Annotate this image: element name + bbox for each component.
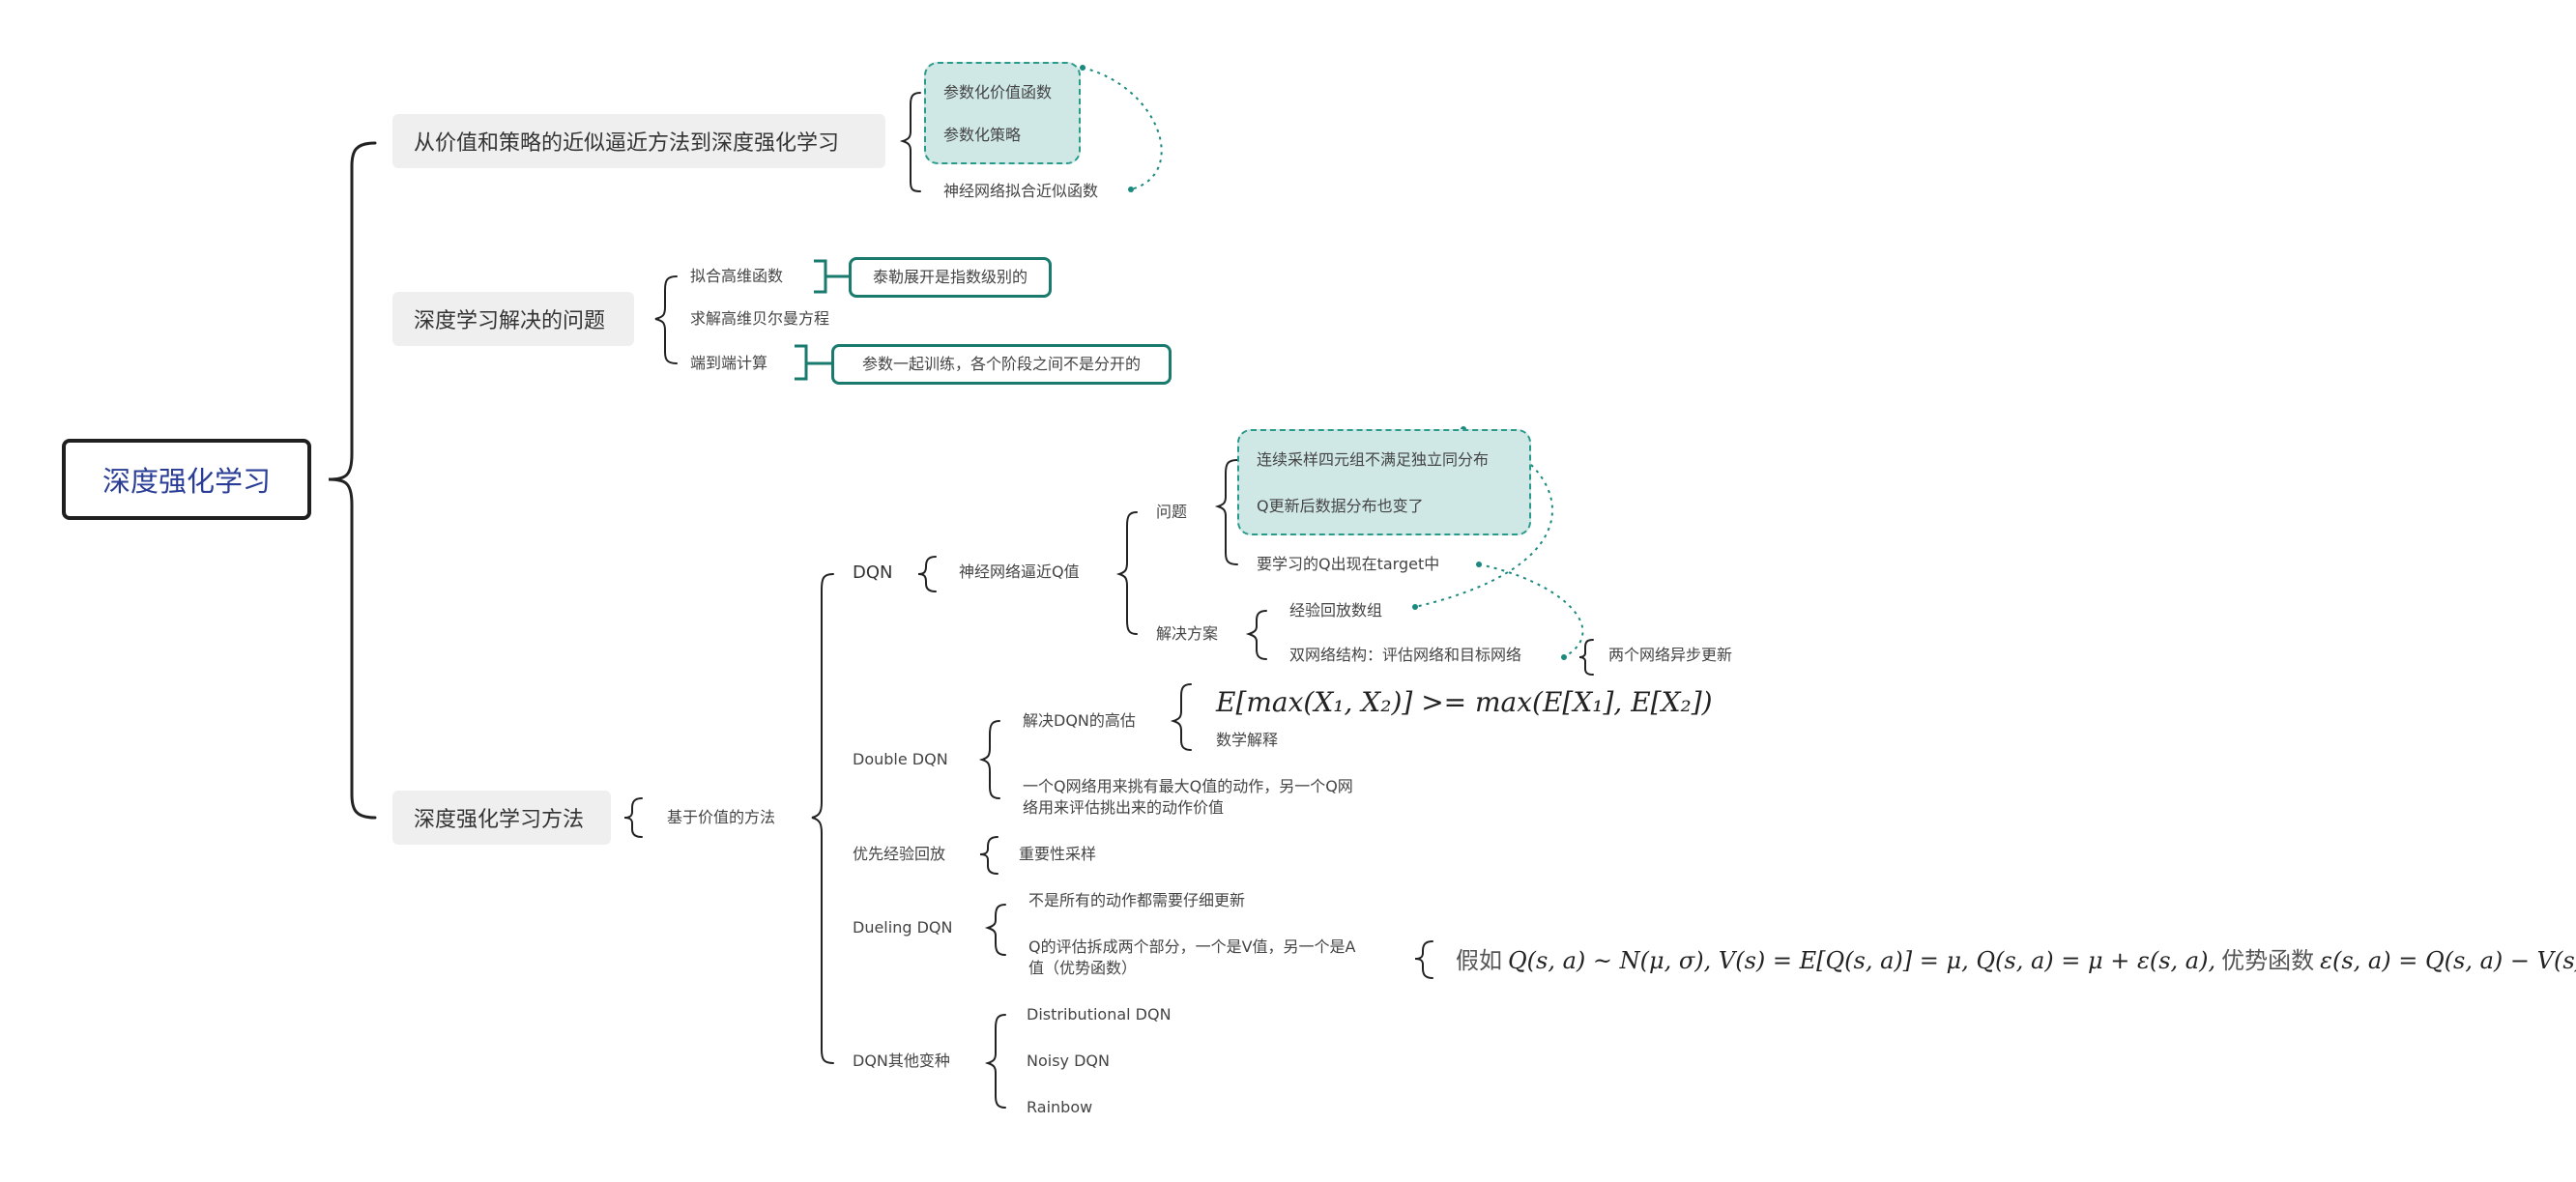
double-dqn-desc-line2: 络用来评估挑出来的动作价值	[1023, 798, 1225, 817]
branch1-group-box	[924, 62, 1081, 164]
dueling-formula: 假如 Q(s, a) ~ N(μ, σ), V(s) = E[Q(s, a)] …	[1456, 941, 2576, 975]
branch3-brace	[623, 797, 643, 838]
branch1-brace	[899, 92, 921, 192]
branch2-note-2[interactable]: 参数一起训练，各个阶段之间不是分开的	[831, 344, 1172, 385]
dqn-problem-item-2[interactable]: Q更新后数据分布也变了	[1257, 497, 1424, 515]
relation-line-3	[1478, 563, 1584, 658]
dqn-solution[interactable]: 解决方案	[1156, 624, 1219, 643]
variant-item-2[interactable]: Noisy DQN	[1027, 1052, 1110, 1070]
variant-item-1[interactable]: Distributional DQN	[1027, 1005, 1172, 1023]
per-brace	[979, 836, 999, 875]
dqn-problem-item-3[interactable]: 要学习的Q出现在target中	[1257, 555, 1440, 573]
branch2-item-1[interactable]: 拟合高维函数	[690, 267, 784, 285]
dual-net-brace	[1578, 639, 1594, 676]
dueling-formula-brace	[1414, 940, 1433, 979]
dqn-solution-item-2[interactable]: 双网络结构：评估网络和目标网络	[1289, 646, 1522, 664]
variant-item-3[interactable]: Rainbow	[1027, 1098, 1093, 1116]
value-method-brace	[811, 573, 834, 1064]
branch2-item-3[interactable]: 端到端计算	[690, 354, 768, 372]
nn-q-brace	[1115, 511, 1138, 635]
dueling-formula-end: ε(s, a) = Q(s, a) − V(s)	[2320, 947, 2576, 974]
double-dqn-desc-line1[interactable]: 一个Q网络用来挑有最大Q值的动作，另一个Q网	[1023, 777, 1353, 795]
per-node[interactable]: 优先经验回放	[853, 845, 946, 863]
double-dqn-node[interactable]: Double DQN	[853, 750, 948, 768]
branch1-item-3[interactable]: 神经网络拟合近似函数	[943, 182, 1099, 200]
value-method[interactable]: 基于价值的方法	[667, 808, 776, 826]
note1-bracket	[814, 259, 849, 294]
dqn-solution-item-1[interactable]: 经验回放数组	[1289, 601, 1383, 620]
dqn-node[interactable]: DQN	[853, 562, 893, 583]
branch2-item-2[interactable]: 求解高维贝尔曼方程	[690, 309, 830, 328]
double-dqn-brace	[978, 720, 1000, 799]
double-dqn-overestimate[interactable]: 解决DQN的高估	[1023, 711, 1136, 730]
variants-node[interactable]: DQN其他变种	[853, 1052, 950, 1070]
dueling-formula-prefix: 假如	[1456, 947, 1502, 974]
dueling-item-1[interactable]: 不是所有的动作都需要仔细更新	[1028, 891, 1246, 909]
dueling-item-2-line1[interactable]: Q的评估拆成两个部分，一个是V值，另一个是A	[1028, 937, 1356, 956]
branch2-topic[interactable]: 深度学习解决的问题	[392, 292, 634, 346]
per-child[interactable]: 重要性采样	[1019, 845, 1097, 863]
dueling-formula-main: Q(s, a) ~ N(μ, σ), V(s) = E[Q(s, a)] = μ…	[1508, 947, 2216, 974]
branch3-topic[interactable]: 深度强化学习方法	[392, 791, 611, 845]
dueling-node[interactable]: Dueling DQN	[853, 918, 953, 937]
variants-brace	[984, 1014, 1006, 1109]
note2-bracket	[795, 344, 831, 381]
solution-brace	[1245, 610, 1267, 660]
dueling-brace	[984, 904, 1006, 956]
double-dqn-formula-note[interactable]: 数学解释	[1216, 731, 1279, 749]
dueling-item-2-line2: 值（优势函数）	[1028, 959, 1138, 977]
dqn-problem-group-box	[1237, 429, 1531, 535]
branch2-note-1[interactable]: 泰勒展开是指数级别的	[849, 257, 1052, 298]
dqn-problem[interactable]: 问题	[1156, 503, 1188, 521]
branch1-topic[interactable]: 从价值和策略的近似逼近方法到深度强化学习	[392, 114, 885, 168]
dqn-solution-note[interactable]: 两个网络异步更新	[1608, 646, 1733, 664]
overestimate-brace	[1170, 683, 1192, 751]
problem-brace	[1214, 459, 1238, 565]
dqn-child[interactable]: 神经网络逼近Q值	[959, 562, 1080, 581]
branch2-brace	[654, 275, 678, 364]
dqn-brace	[917, 556, 937, 592]
relation-line-1	[1082, 67, 1163, 190]
dqn-problem-item-1[interactable]: 连续采样四元组不满足独立同分布	[1257, 450, 1490, 469]
root-brace	[328, 141, 377, 820]
dueling-formula-mid: 优势函数	[2221, 947, 2315, 974]
branch1-item-2[interactable]: 参数化策略	[943, 126, 1022, 144]
double-dqn-formula: E[max(X₁, X₂)] >= max(E[X₁], E[X₂])	[1216, 686, 1713, 718]
branch1-item-1[interactable]: 参数化价值函数	[943, 83, 1053, 101]
root-topic[interactable]: 深度强化学习	[62, 439, 311, 520]
